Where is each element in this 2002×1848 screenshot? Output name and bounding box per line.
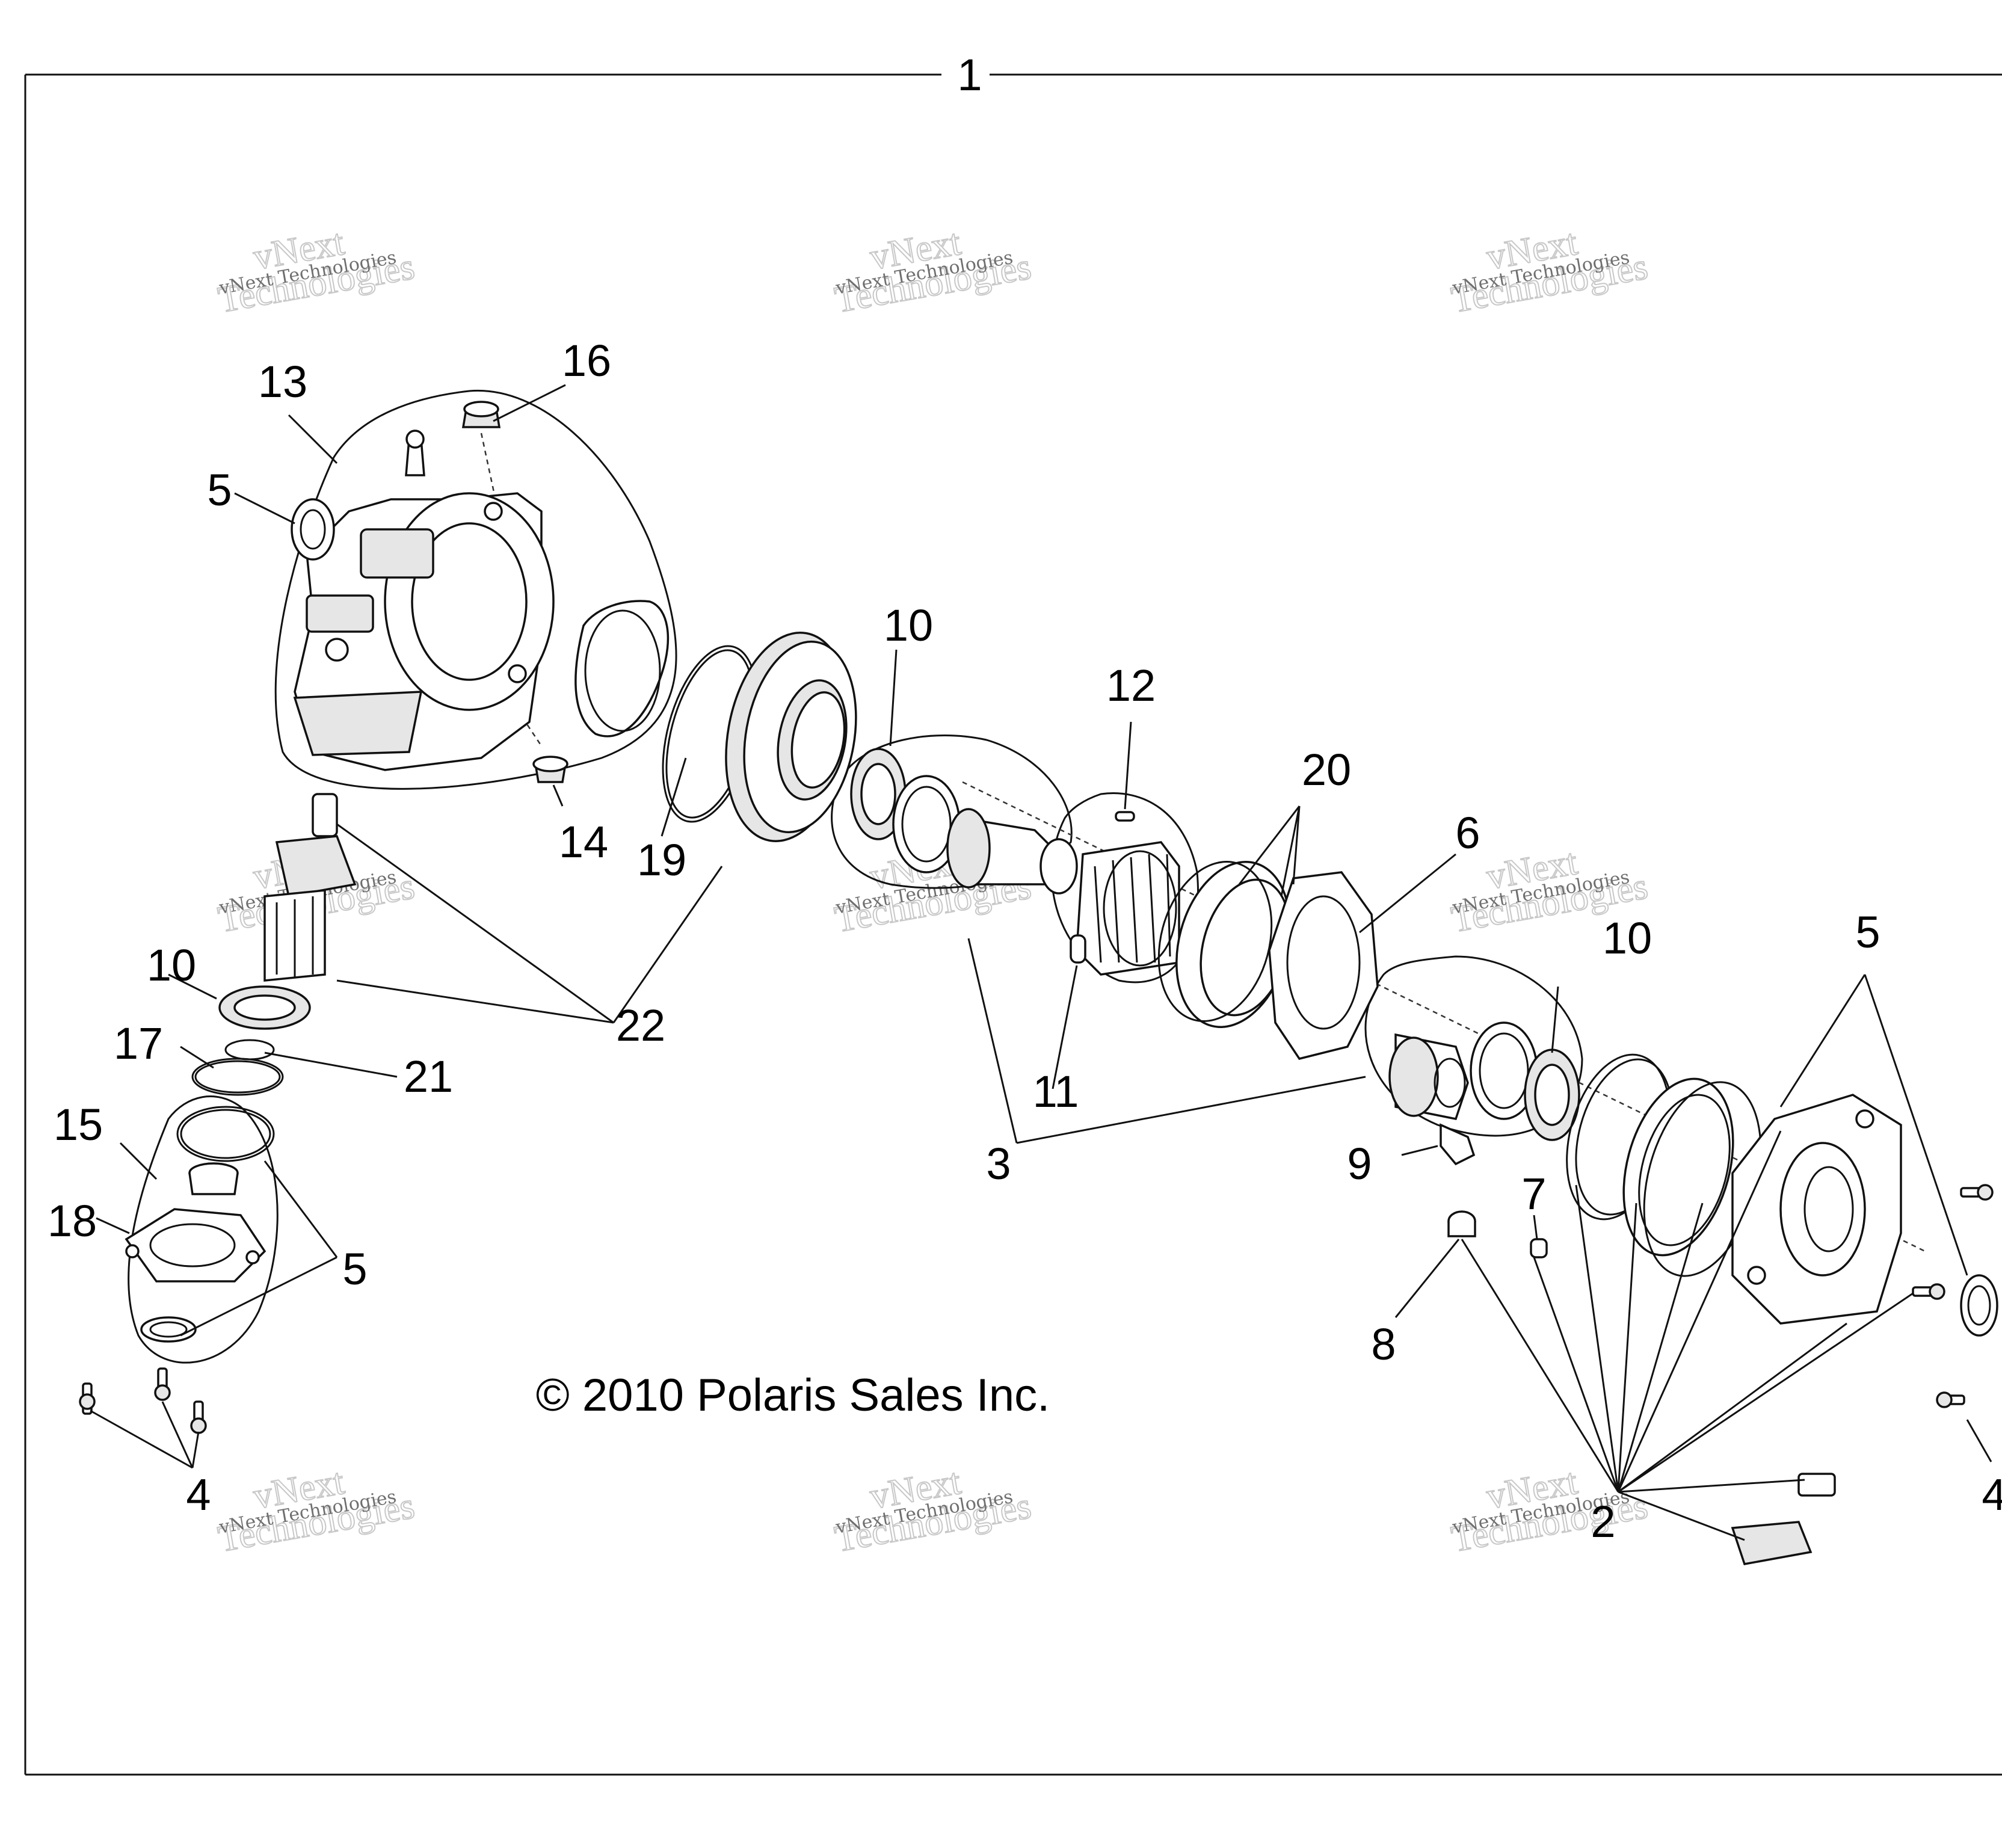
callout-2: 2 [1591,1497,1615,1547]
bolt-right-mid [1912,1283,1945,1300]
callout-labels: 1 13 16 5 14 19 10 12 20 6 10 5 10 17 21… [48,50,2002,1547]
watermarks: Technologies vNext vNext Technologies Te… [215,221,1651,1561]
armature-plate [1157,861,1291,1028]
coil-rings [1566,1053,1762,1277]
hub-group-outline-left [831,735,1073,889]
pin-11 [1070,934,1086,964]
bolt-left-3 [190,1400,207,1434]
main-housing [293,492,555,771]
diagram-frame [24,73,2002,1776]
plug-top [461,401,501,428]
output-hub [1388,1033,1469,1121]
seal-housing [291,498,335,561]
callout-18: 18 [48,1196,97,1246]
assembly-outlines [128,389,1583,1364]
callout-4: 4 [186,1470,211,1520]
breather-fitting [405,430,425,476]
pin-7 [1530,1238,1548,1258]
plug-bottom [532,756,568,783]
roller-cage [1076,841,1180,976]
bolt-right-lower [1936,1391,1965,1408]
seal-right [1960,1274,1998,1337]
leader-lines [90,384,1992,1541]
callout-16: 16 [562,336,611,386]
seal-pinion-upper [188,1162,239,1195]
right-cover [1731,1094,1902,1325]
bushing-8 [1447,1210,1476,1237]
watermark: Technologies vNext vNext Technologies [1448,221,1651,322]
ring-gear [725,632,857,842]
callout-4: 4 [1982,1470,2002,1520]
pinion-shaft [263,793,357,982]
bolt-left-2 [154,1367,171,1401]
callout-10: 10 [147,940,196,990]
callout-12: 12 [1106,661,1156,710]
callout-20: 20 [1302,745,1351,795]
bolt-left-1 [79,1382,96,1415]
watermark: Technologies vNext vNext Technologies [831,1461,1035,1561]
watermark: Technologies vNext vNext Technologies [831,221,1035,322]
bracket-9 [1440,1123,1476,1166]
callout-6: 6 [1455,808,1480,858]
watermark: Technologies vNext vNext Technologies [215,1461,418,1561]
callout-1: 1 [957,50,982,100]
pinion-cover-18 [125,1208,266,1283]
bearing-10-right [1524,1049,1580,1141]
shim-21 [224,1039,275,1061]
callout-21: 21 [404,1052,453,1101]
cage-pin [1115,811,1135,822]
callout-10: 10 [1603,913,1652,963]
copyright-text: © 2010 Polaris Sales Inc. [536,1370,1050,1421]
callout-7: 7 [1521,1169,1546,1219]
callout-17: 17 [114,1018,163,1068]
connector [1731,1521,1813,1565]
callout-11: 11 [1033,1067,1079,1116]
snap-ring-17 [191,1058,284,1096]
callout-5: 5 [1855,907,1880,957]
callout-13: 13 [258,357,307,407]
friction-plate [1268,871,1379,1060]
callout-8: 8 [1371,1319,1396,1369]
hub-shaft [946,808,1078,895]
watermark: Technologies vNext vNext Technologies [215,221,418,322]
o-ring-pinion [176,1106,275,1162]
housing-group-outline [274,389,677,790]
callout-9: 9 [1347,1139,1372,1189]
callout-5: 5 [207,465,232,515]
callout-22: 22 [616,1000,665,1050]
bearing-10-pinion [218,985,311,1030]
bearing-10-top [850,748,907,840]
sensor [1797,1473,1836,1497]
callout-5: 5 [342,1244,367,1294]
bolt-right-upper [1960,1184,1994,1201]
callout-15: 15 [54,1100,103,1150]
callout-3: 3 [986,1139,1011,1189]
callout-10: 10 [884,600,933,650]
seal-pinion-lower [140,1316,197,1343]
bearing-race-ring [574,600,670,738]
callout-14: 14 [559,817,608,867]
callout-19: 19 [637,835,686,885]
